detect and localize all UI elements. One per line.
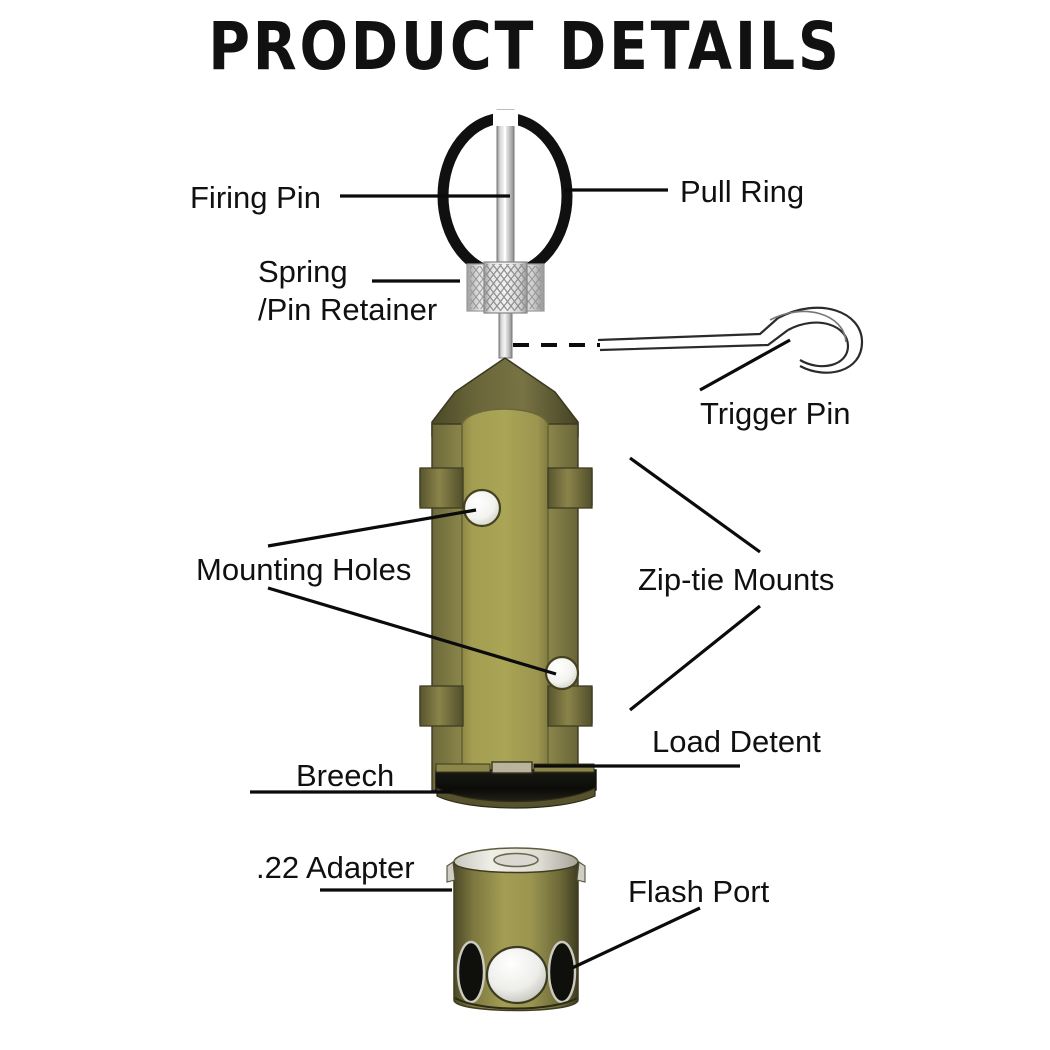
label-pull-ring: Pull Ring [680, 174, 804, 209]
leader-ziptie-lower [629, 604, 761, 712]
label-trigger-pin: Trigger Pin [700, 396, 850, 431]
load-detent-tab [491, 761, 533, 774]
pull-ring-gap [493, 110, 518, 126]
adapter-22 [446, 847, 586, 1012]
ziptie-notch-upper-left [419, 467, 464, 509]
trigger-pin [597, 306, 864, 374]
adapter-bore [493, 852, 539, 868]
label-firing-pin: Firing Pin [190, 180, 321, 215]
label-breech: Breech [296, 758, 394, 793]
label-spring-line2: /Pin Retainer [258, 292, 437, 327]
label-adapter-22: .22 Adapter [256, 850, 415, 885]
breech-lip [436, 786, 596, 809]
flash-port-left [456, 940, 486, 1004]
spring-pin-retainer [466, 261, 545, 314]
label-load-detent: Load Detent [652, 724, 821, 759]
label-spring-line1: Spring [258, 254, 348, 289]
ziptie-notch-lower-right [547, 685, 593, 727]
adapter-collar-left [446, 861, 456, 883]
mounting-hole-upper [462, 488, 502, 528]
label-flash-port: Flash Port [628, 874, 770, 909]
leader-trigger-pin [699, 338, 791, 392]
breech-ledge-left [435, 763, 491, 773]
page-title: PRODUCT DETAILS [208, 7, 842, 86]
main-body [419, 357, 597, 809]
mounting-hole-lower [544, 655, 580, 691]
leader-mounting-hole-upper [267, 508, 477, 548]
leader-mounting-hole-lower [267, 586, 557, 676]
firing-pin-assembly [496, 109, 515, 359]
leader-flash-port [571, 906, 701, 970]
breech-ledge-right [533, 763, 595, 773]
adapter-bottom-edge [454, 997, 578, 1010]
label-ziptie-mounts: Zip-tie Mounts [638, 562, 834, 597]
body-face [461, 408, 549, 787]
label-mounting-holes: Mounting Holes [196, 552, 411, 587]
adapter-collar-right [576, 861, 586, 883]
leader-ziptie-upper [629, 456, 761, 554]
ziptie-notch-lower-left [419, 685, 464, 727]
ziptie-notch-upper-right [547, 467, 593, 509]
flash-port-center [485, 945, 549, 1005]
flash-port-right [547, 940, 577, 1004]
